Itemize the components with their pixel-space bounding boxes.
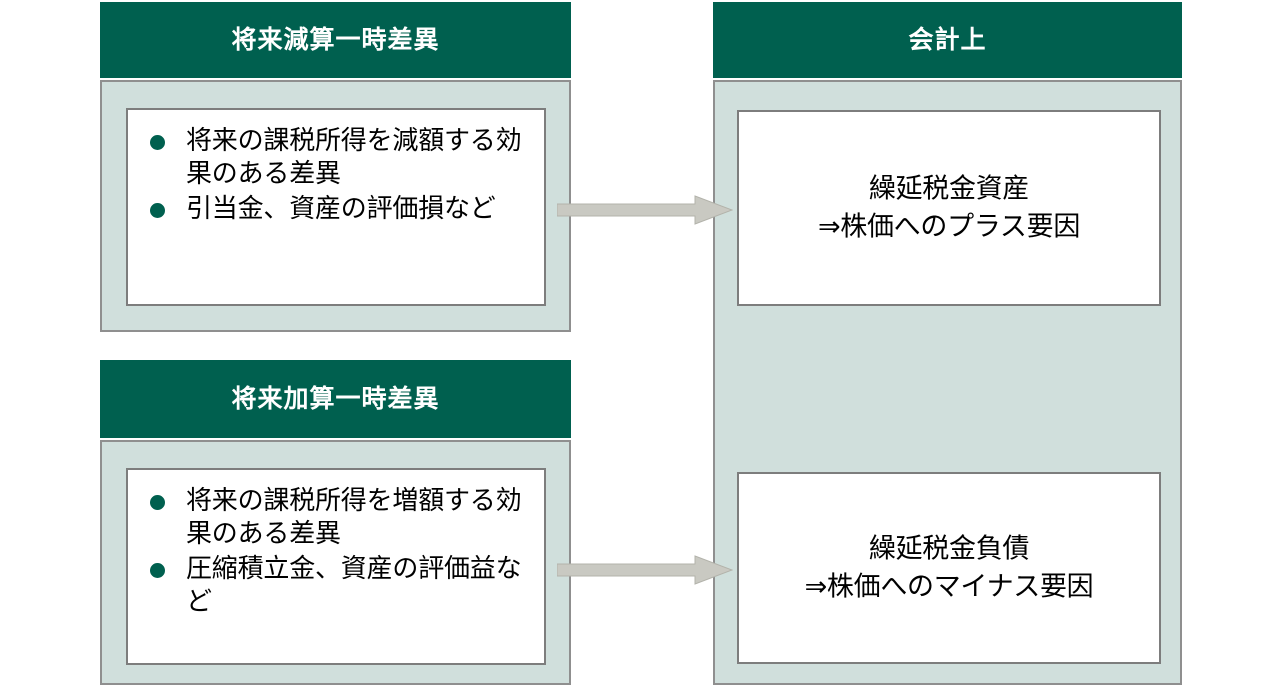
list-item: 将来の課税所得を増額する効果のある差異	[146, 484, 532, 551]
bullet-box-taxable-temporary-difference: 将来の課税所得を増額する効果のある差異 圧縮積立金、資産の評価益など	[126, 468, 546, 665]
result-box-deferred-tax-liability: 繰延税金負債 ⇒株価へのマイナス要因	[737, 472, 1161, 664]
result-text: 繰延税金負債 ⇒株価へのマイナス要因	[739, 530, 1159, 607]
result-line-secondary: ⇒株価へのマイナス要因	[804, 572, 1094, 602]
list-item-label: 圧縮積立金、資産の評価益など	[186, 552, 522, 616]
list-item: 引当金、資産の評価損など	[146, 192, 532, 225]
bullet-dot-icon	[150, 135, 165, 150]
list-item-label: 将来の課税所得を増額する効果のある差異	[186, 485, 522, 549]
bullet-dot-icon	[150, 562, 165, 578]
bullet-dot-icon	[150, 202, 165, 218]
bullet-list: 将来の課税所得を減額する効果のある差異 引当金、資産の評価損など	[146, 124, 532, 226]
section-header-accounting: 会計上	[713, 2, 1182, 78]
section-header-label: 会計上	[908, 25, 987, 54]
result-line-primary: 繰延税金資産	[868, 173, 1030, 204]
section-header-label: 将来加算一時差異	[231, 384, 440, 413]
list-item: 将来の課税所得を減額する効果のある差異	[146, 124, 532, 191]
result-box-deferred-tax-asset: 繰延税金資産 ⇒株価へのプラス要因	[737, 110, 1161, 306]
list-item-label: 将来の課税所得を減額する効果のある差異	[186, 125, 522, 189]
result-line-secondary: ⇒株価へのプラス要因	[817, 212, 1081, 242]
arrow-taxable-to-liability-icon	[557, 555, 733, 585]
section-header-deductible-temporary-difference: 将来減算一時差異	[100, 2, 571, 78]
section-header-taxable-temporary-difference: 将来加算一時差異	[100, 360, 571, 438]
list-item: 圧縮積立金、資産の評価益など	[146, 552, 532, 619]
arrow-deductible-to-asset-icon	[557, 195, 733, 225]
result-text: 繰延税金資産 ⇒株価へのプラス要因	[739, 170, 1159, 247]
result-line-primary: 繰延税金負債	[868, 533, 1030, 564]
bullet-list: 将来の課税所得を増額する効果のある差異 圧縮積立金、資産の評価益など	[146, 484, 532, 619]
list-item-label: 引当金、資産の評価損など	[186, 192, 496, 223]
bullet-dot-icon	[150, 495, 165, 510]
bullet-box-deductible-temporary-difference: 将来の課税所得を減額する効果のある差異 引当金、資産の評価損など	[126, 108, 546, 306]
section-header-label: 将来減算一時差異	[231, 25, 440, 54]
